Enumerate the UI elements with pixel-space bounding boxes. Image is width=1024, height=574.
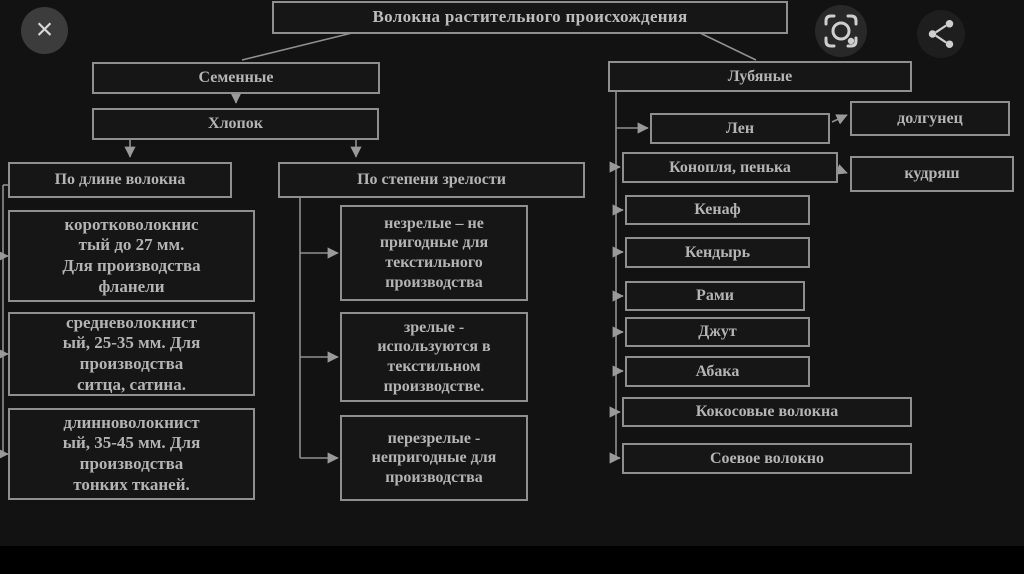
node-long-fiber: длинноволокнист ый, 35-45 мм. Для произв… xyxy=(8,408,255,500)
node-soy: Соевое волокно xyxy=(622,443,912,474)
node-coconut: Кокосовые волокна xyxy=(622,397,912,427)
node-seed: Семенные xyxy=(92,62,380,94)
node-kenaf: Кенаф xyxy=(625,195,810,225)
node-rami: Рами xyxy=(625,281,805,311)
node-overmature: перезрелые - непригодные для производств… xyxy=(340,415,528,501)
node-by-length: По длине волокна xyxy=(8,162,232,198)
node-immature: незрелые – не пригодные для текстильного… xyxy=(340,205,528,301)
node-cotton: Хлопок xyxy=(92,108,379,140)
share-button[interactable] xyxy=(917,10,965,58)
share-icon xyxy=(928,20,954,48)
node-mature: зрелые - используются в текстильном прои… xyxy=(340,312,528,402)
node-short-fiber: коротковолокнис тый до 27 мм. Для произв… xyxy=(8,210,255,302)
node-jute: Джут xyxy=(625,317,810,347)
node-bast: Лубяные xyxy=(608,61,912,92)
node-medium-fiber: средневолокнист ый, 25-35 мм. Для произв… xyxy=(8,312,255,396)
lens-button[interactable] xyxy=(815,5,867,57)
letterbox-bottom xyxy=(0,546,1024,574)
close-icon: × xyxy=(35,12,54,46)
node-abaca: Абака xyxy=(625,356,810,387)
node-title: Волокна растительного происхождения xyxy=(272,1,788,34)
node-hemp: Конопля, пенька xyxy=(622,152,838,183)
node-kendyr: Кендырь xyxy=(625,237,810,268)
node-by-maturity: По степени зрелости xyxy=(278,162,585,198)
node-flax: Лен xyxy=(650,113,830,144)
lens-icon xyxy=(824,14,858,48)
node-flax-kudryash: кудряш xyxy=(850,156,1014,192)
close-button[interactable]: × xyxy=(21,7,68,54)
node-flax-dolgunets: долгунец xyxy=(850,101,1010,136)
